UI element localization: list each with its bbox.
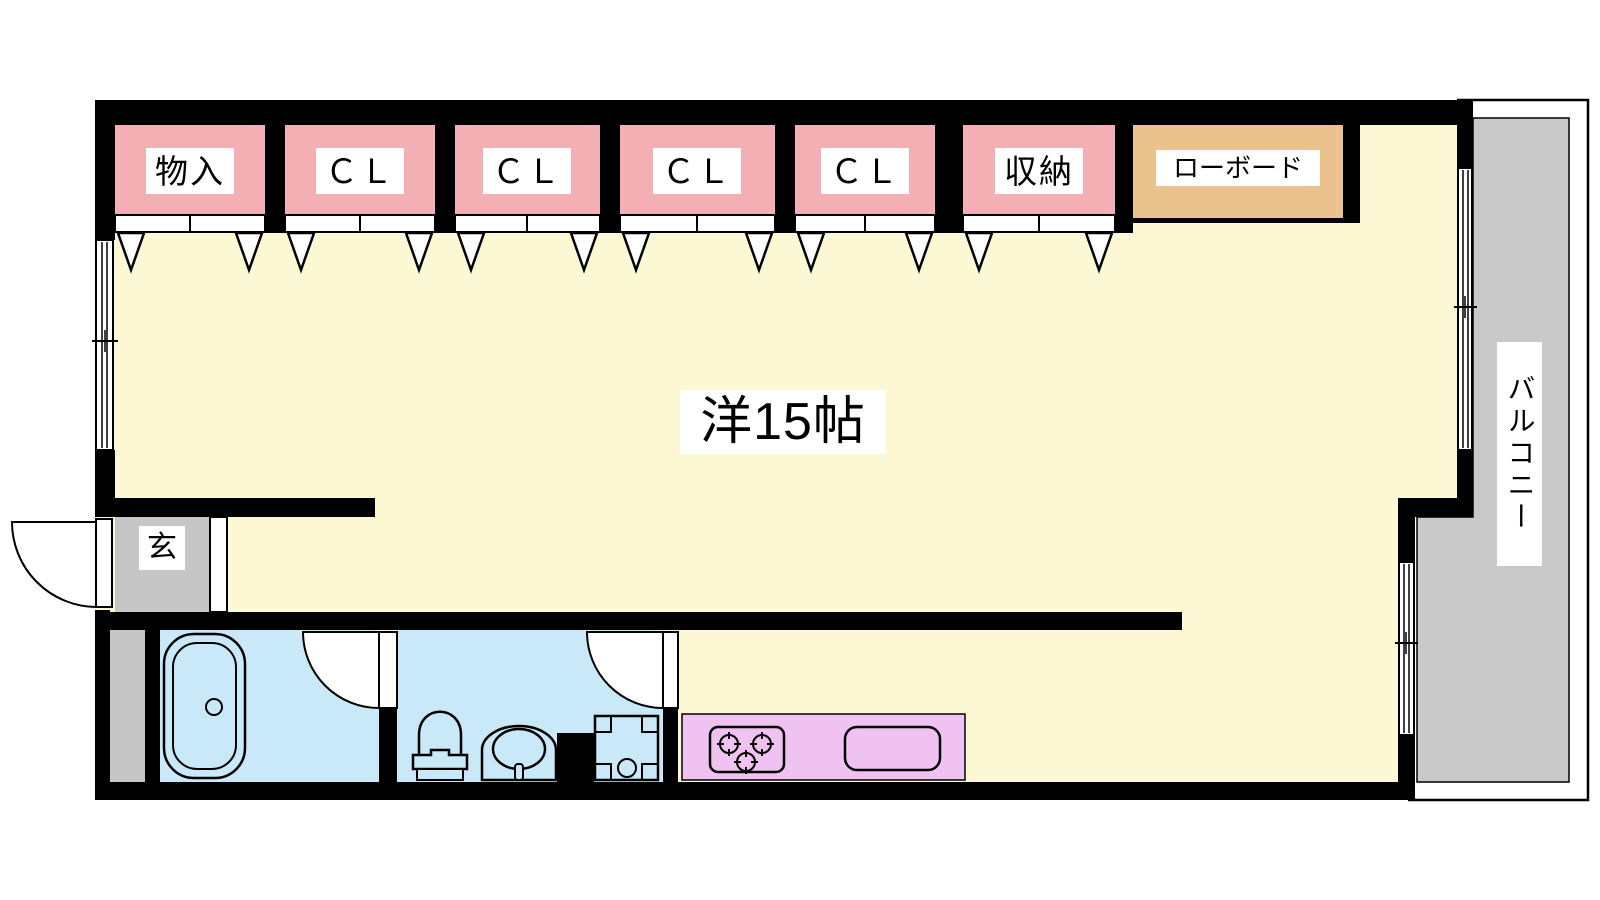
wall-segment xyxy=(95,610,110,800)
wall-segment xyxy=(1343,100,1360,223)
door-swing-marks xyxy=(116,231,1114,274)
room-label: 洋15帖 xyxy=(680,390,886,454)
wall-segment xyxy=(1115,100,1133,233)
utility-block xyxy=(557,733,594,782)
doors xyxy=(10,518,679,710)
wall-segment xyxy=(663,708,678,782)
wall-segment xyxy=(95,498,375,517)
stove-burner xyxy=(734,750,758,774)
wall-segment xyxy=(379,708,397,782)
closet-label: ＣＬ xyxy=(653,148,741,194)
wall-segment xyxy=(95,782,1415,800)
balcony-rail xyxy=(1408,98,1590,802)
wall-segment xyxy=(775,100,795,233)
stove-burner xyxy=(750,732,774,756)
wall-segment xyxy=(1398,498,1473,517)
entrance-label: 玄 xyxy=(139,526,185,570)
washroom-door xyxy=(662,631,679,709)
wall-segment xyxy=(95,100,115,240)
wall-segment xyxy=(145,630,160,782)
entrance-door xyxy=(95,518,113,608)
washbasin xyxy=(480,724,558,782)
wall-segment xyxy=(1398,517,1415,562)
closet-label: 収納 xyxy=(995,148,1083,194)
washing-machine-pan xyxy=(593,714,660,782)
washroom-door-swing xyxy=(585,631,664,710)
wall-segment xyxy=(1133,218,1343,223)
pipe-space xyxy=(110,630,145,782)
closet-label: ＣＬ xyxy=(316,148,404,194)
balcony-label: バルコニー xyxy=(1497,342,1542,566)
wall-segment xyxy=(600,100,620,233)
bathroom-door xyxy=(378,631,398,709)
stove-burner xyxy=(717,732,741,756)
wall-segment xyxy=(935,100,963,233)
closet-label: 物入 xyxy=(146,148,234,194)
lowboard-label: ローボード xyxy=(1156,150,1320,186)
bathroom-door-swing xyxy=(301,631,380,710)
wall-segment xyxy=(265,100,285,233)
wall-segment xyxy=(435,100,455,233)
windows xyxy=(92,167,1477,736)
kitchen-sink xyxy=(843,725,942,772)
closet-doors xyxy=(114,214,1116,274)
closet-label: ＣＬ xyxy=(821,148,909,194)
wall-segment xyxy=(1457,100,1473,168)
closet-label: ＣＬ xyxy=(483,148,571,194)
stove xyxy=(708,725,786,774)
entrance-step xyxy=(209,516,228,613)
entrance-door-swing xyxy=(10,521,97,609)
wall-segment xyxy=(95,612,1182,630)
walls xyxy=(95,100,1473,800)
toilet xyxy=(411,710,469,781)
wall-segment xyxy=(1398,735,1415,800)
bathtub xyxy=(162,632,247,780)
